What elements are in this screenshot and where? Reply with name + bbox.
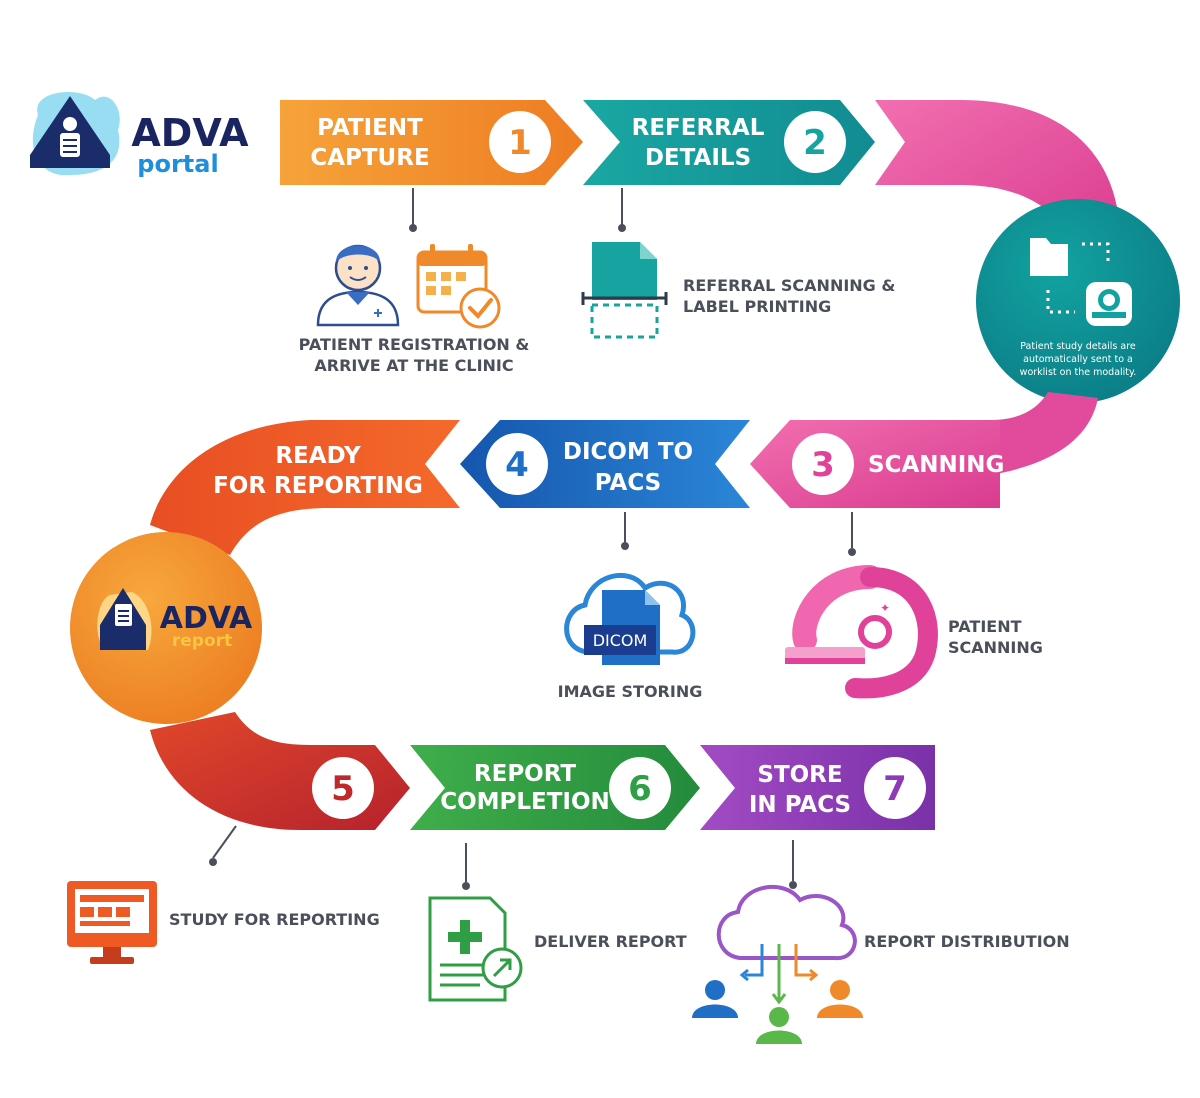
registration-label-line2: ARRIVE AT THE CLINIC [314, 356, 513, 375]
worklist-note-line3: worklist on the modality. [1020, 367, 1137, 378]
worklist-note-line1: Patient study details are [1020, 341, 1136, 352]
report-distribution-label: REPORT DISTRIBUTION [864, 932, 1070, 951]
step-3-scanning: 3 SCANNING [750, 420, 1004, 508]
report-brand-product: report [172, 631, 232, 651]
step-7-store-in-pacs: STORE IN PACS 7 [700, 745, 935, 830]
report-plus-icon [428, 896, 523, 1002]
connectors [209, 188, 856, 890]
doctor-icon [316, 244, 400, 327]
svg-text:✦: ✦ [880, 601, 890, 615]
cloud-distribution-icon [692, 884, 863, 1044]
monitor-icon [67, 881, 157, 964]
referral-scanning-label-line1: REFERRAL SCANNING & [683, 276, 895, 295]
step-2-referral-details: REFERRAL DETAILS 2 [583, 100, 875, 185]
portal-brand-name: ADVA [131, 111, 249, 155]
step-7-line1: STORE [757, 762, 842, 788]
registration-label-line1: PATIENT REGISTRATION & [299, 335, 530, 354]
referral-scanning-label-line2: LABEL PRINTING [683, 297, 831, 316]
step-2-number: 2 [803, 123, 827, 163]
mri-scanner-icon: ✦ [785, 565, 938, 699]
report-brand-name: ADVA [160, 601, 253, 636]
step-4-dicom-to-pacs: 4 DICOM TO PACS [460, 420, 750, 508]
portal-brand-product: portal [137, 150, 218, 178]
portal-logo-icon [30, 96, 110, 168]
step-3-number: 3 [811, 445, 835, 485]
ready-line1: READY [275, 443, 361, 469]
step-4-line1: DICOM TO [563, 439, 693, 465]
ready-for-reporting-banner: READY FOR REPORTING [150, 420, 460, 555]
step-6-number: 6 [628, 769, 652, 809]
step-4-number: 4 [505, 445, 529, 485]
step-3-line1: SCANNING [868, 452, 1004, 478]
step-4-line2: PACS [595, 470, 661, 496]
adva-report-circle: ADVA report [70, 532, 262, 724]
step-1-number: 1 [508, 123, 532, 163]
adva-portal-logo: ADVA portal [30, 92, 249, 178]
patient-scanning-label-line2: SCANNING [948, 638, 1043, 657]
pink-curve-bottom [990, 392, 1098, 475]
ready-line2: FOR REPORTING [213, 473, 423, 499]
step-6-line2: COMPLETION [440, 789, 610, 815]
step-1-patient-capture: PATIENT CAPTURE 1 [280, 100, 583, 185]
document-scan-icon [581, 242, 668, 339]
step-1-line1: PATIENT [317, 115, 423, 141]
step-5: 5 [150, 712, 410, 830]
image-storing-label: IMAGE STORING [558, 682, 703, 701]
deliver-report-label: DELIVER REPORT [534, 932, 687, 951]
patient-scanning-label-line1: PATIENT [948, 617, 1022, 636]
step-7-number: 7 [883, 769, 907, 809]
worklist-note-line2: automatically sent to a [1023, 354, 1133, 365]
step-5-number: 5 [331, 769, 355, 809]
worklist-circle [976, 199, 1180, 403]
folder-modality-icon [1030, 238, 1132, 326]
dicom-badge-text: DICOM [593, 631, 648, 650]
step-2-line2: DETAILS [645, 145, 751, 171]
step-6-report-completion: REPORT COMPLETION 6 [410, 745, 700, 830]
step-2-line1: REFERRAL [632, 115, 765, 141]
step-1-line2: CAPTURE [310, 145, 429, 171]
dicom-cloud-icon: DICOM [564, 572, 696, 665]
calendar-check-icon [416, 244, 501, 329]
study-for-reporting-label: STUDY FOR REPORTING [169, 910, 380, 929]
step-7-line2: IN PACS [749, 792, 851, 818]
step-6-line1: REPORT [474, 761, 577, 787]
